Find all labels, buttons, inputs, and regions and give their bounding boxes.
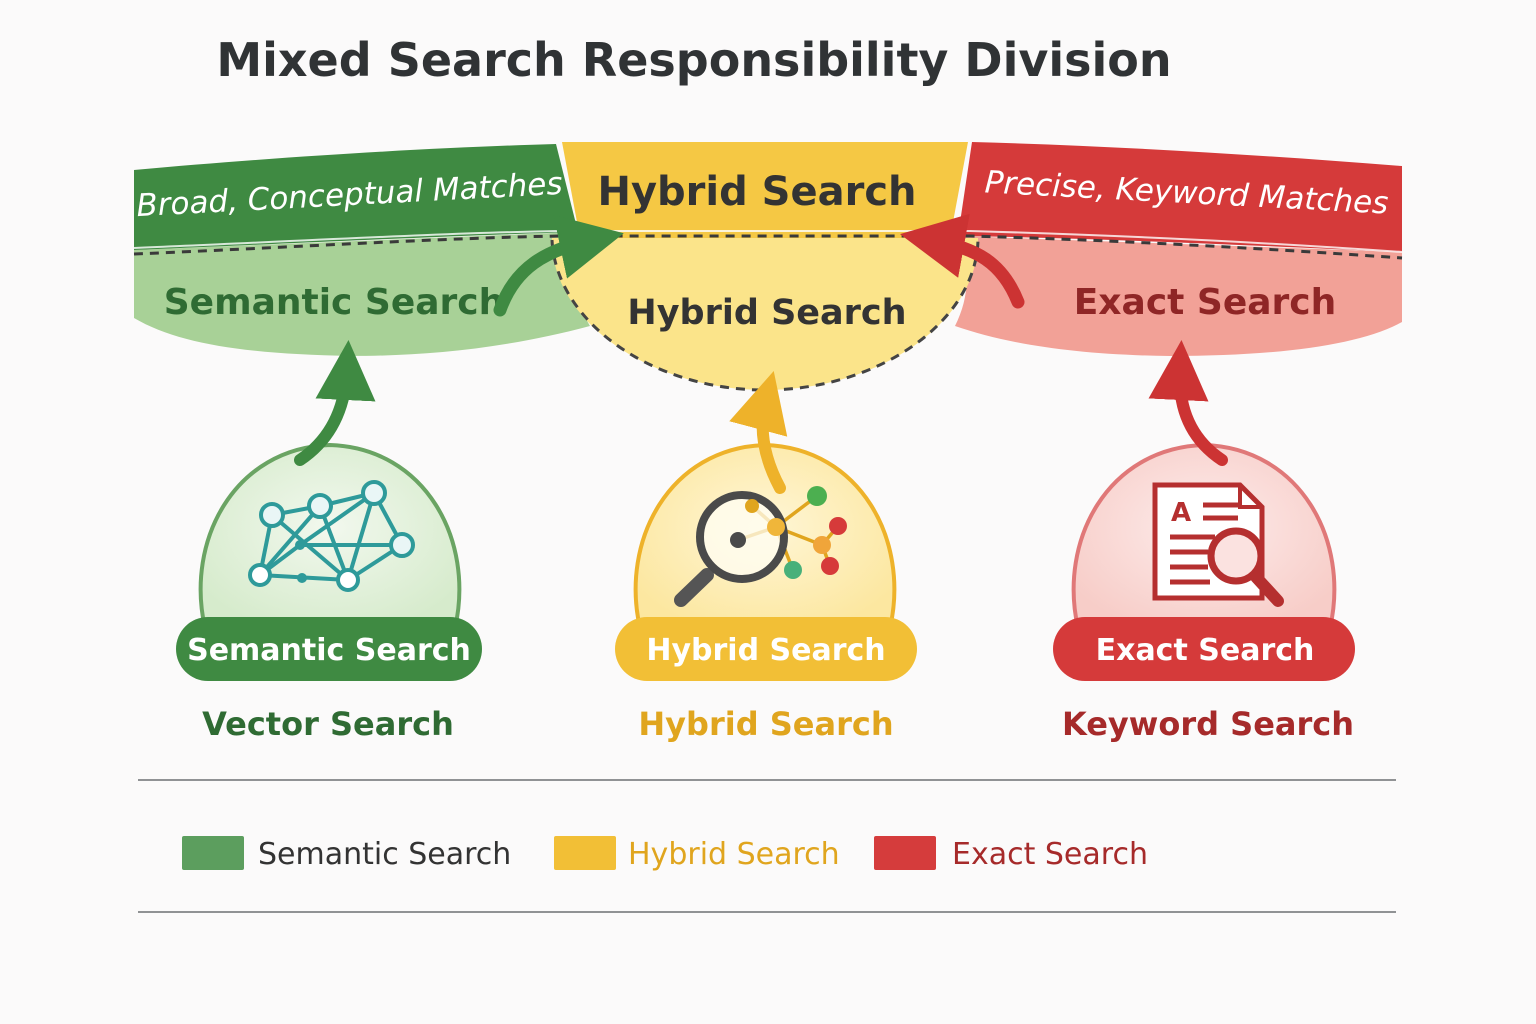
hybrid-up-arrow xyxy=(729,371,788,494)
legend-label-hybrid: Hybrid Search xyxy=(628,837,840,872)
hybrid-badge-label: Hybrid Search xyxy=(646,633,885,668)
top-center-label: Hybrid Search xyxy=(597,169,916,215)
top-band xyxy=(134,142,1402,252)
exact-middle-region xyxy=(955,236,1402,356)
pillar-hybrid: Hybrid Search Hybrid Search xyxy=(615,371,917,743)
exact-badge-shape xyxy=(1053,617,1355,681)
semantic-middle-region xyxy=(134,232,590,356)
semantic-caption: Vector Search xyxy=(202,705,454,743)
band-divider-highlight xyxy=(133,230,1403,253)
svg-text:A: A xyxy=(1171,498,1191,528)
page-title: Mixed Search Responsibility Division xyxy=(216,33,1171,87)
hybrid-top-region xyxy=(562,142,968,238)
semantic-badge-shape xyxy=(176,617,482,681)
middle-left-label: Semantic Search xyxy=(164,282,505,323)
legend-label-semantic: Semantic Search xyxy=(258,837,511,872)
semantic-up-arrow xyxy=(294,340,376,466)
magnifier-graph-icon xyxy=(674,486,847,607)
exact-caption: Keyword Search xyxy=(1062,705,1354,743)
semantic-badge-label: Semantic Search xyxy=(187,633,471,668)
hybrid-badge-shape xyxy=(615,617,917,681)
middle-center-label: Hybrid Search xyxy=(627,293,906,333)
legend-swatch-hybrid xyxy=(554,836,616,870)
red-curved-arrow xyxy=(900,213,1025,309)
band-divider xyxy=(133,234,1403,260)
pillar-exact: A Exact Search Keyword Search xyxy=(1053,340,1355,743)
exact-top-region xyxy=(958,142,1402,252)
semantic-top-region xyxy=(134,144,578,250)
exact-up-arrow xyxy=(1148,340,1228,466)
legend-swatch-exact xyxy=(874,836,936,870)
legend-swatch-semantic xyxy=(182,836,244,870)
middle-right-label: Exact Search xyxy=(1074,282,1337,323)
pillar-semantic: Semantic Search Vector Search xyxy=(176,340,482,743)
hybrid-middle-region xyxy=(551,238,979,390)
legend-label-exact: Exact Search xyxy=(952,837,1148,872)
middle-band xyxy=(134,232,1402,392)
network-nodes xyxy=(248,480,415,592)
document-search-icon: A xyxy=(1152,482,1284,607)
legend: Semantic Search Hybrid Search Exact Sear… xyxy=(182,836,1148,872)
exact-badge-label: Exact Search xyxy=(1096,633,1315,668)
green-curved-arrow xyxy=(493,214,624,317)
hybrid-caption: Hybrid Search xyxy=(638,705,893,743)
